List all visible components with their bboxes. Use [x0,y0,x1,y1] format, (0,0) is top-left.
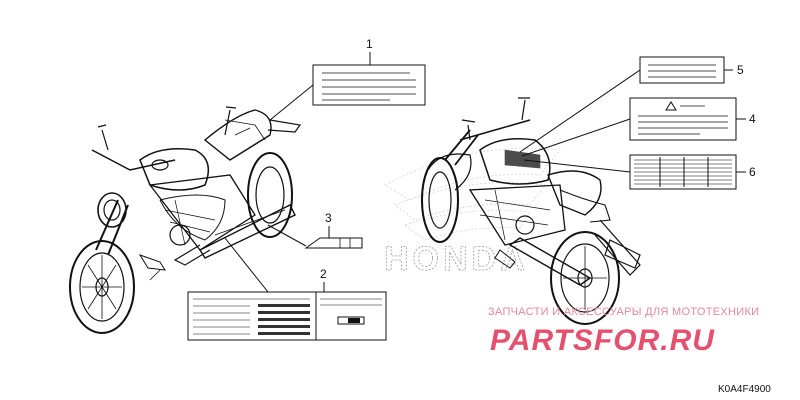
motorcycle-left-view [69,106,302,334]
callout-6: 6 [749,165,756,179]
motorcycle-right-view [421,97,641,325]
label-3-plate [304,237,363,249]
callout-5: 5 [737,63,744,77]
label-1-plate [312,64,426,106]
leader-lines [224,52,746,293]
label-5-plate [639,56,725,84]
callout-2: 2 [320,267,327,281]
label-6-plate [629,154,737,190]
label-2-plate [187,291,387,341]
callout-4: 4 [749,112,756,126]
diagram-code: K0A4F4900 [718,384,771,395]
watermark-brand: PARTSFOR.RU [490,324,715,357]
honda-logo-text: HONDA [384,240,529,278]
label-4-plate [629,97,737,141]
honda-wing-logo [383,147,561,241]
callout-3: 3 [325,211,332,225]
watermark-subtitle: ЗАПЧАСТИ И АКСЕССУАРЫ ДЛЯ МОТОТЕХНИКИ [488,306,759,318]
callout-1: 1 [366,37,373,51]
